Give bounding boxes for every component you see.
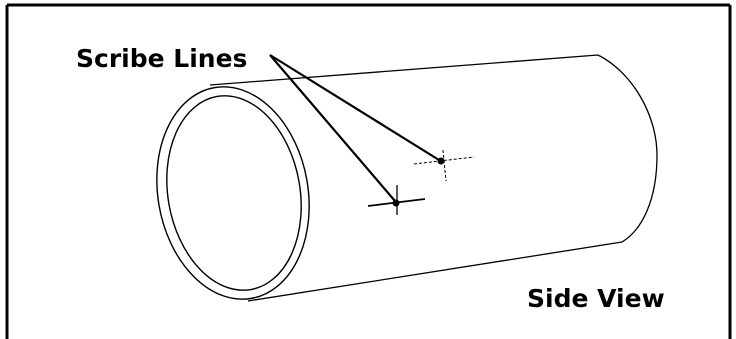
scribe-mark-top <box>413 149 475 182</box>
callout-leaders <box>269 54 440 202</box>
figure-frame <box>5 3 732 339</box>
leader-to-front-mark <box>269 54 396 202</box>
pipe-opening-inner <box>166 95 302 291</box>
pipe-top-edge <box>209 54 599 86</box>
leader-to-top-mark <box>269 54 440 161</box>
side-view-label: Side View <box>527 284 665 313</box>
scribe-lines-label: Scribe Lines <box>76 44 247 73</box>
scribe-mark-front <box>367 185 426 215</box>
pipe-far-end <box>597 54 658 243</box>
pipe-drawing <box>156 54 658 302</box>
pipe-bottom-edge <box>247 241 623 302</box>
pipe-opening-outer <box>156 86 310 300</box>
